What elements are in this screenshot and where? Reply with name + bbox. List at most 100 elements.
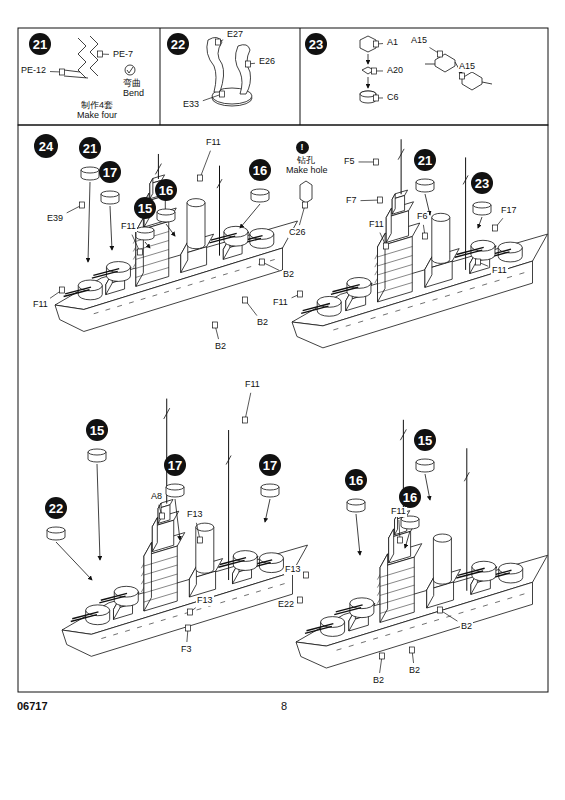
yard [398,149,404,160]
porthole-row [113,634,118,635]
callout-number: 21 [79,137,101,159]
callout-text: 23 [475,177,489,190]
aft-mast [219,166,220,256]
support-e27 [207,37,224,92]
part-label: F11 [491,266,508,276]
gun-barrel [99,596,125,603]
yard [155,164,161,175]
gun-barrel [455,250,482,257]
porthole-row [483,605,488,606]
porthole-row [358,321,363,322]
part-label: 制作4套 [80,101,114,111]
tower-band [144,574,177,584]
porthole-row [507,276,512,277]
yard [463,175,468,184]
porthole-row [408,306,413,307]
porthole-row [383,314,388,315]
porthole-row [445,295,450,296]
step22-parts [207,37,252,106]
porthole-row [129,302,134,303]
porthole-row [385,634,390,635]
gun-barrel [64,290,90,297]
step-frame [18,125,548,692]
callout-text: 16 [253,164,267,177]
sub-assembly-top [157,209,175,215]
part-label: Bend [122,89,145,99]
funnel-top [196,523,214,531]
porthole-row [235,270,240,271]
part-label: B2 [408,666,421,676]
placement-arrow [56,542,92,580]
sub-assembly-top [416,459,434,465]
tower-band [136,259,169,269]
porthole-row [270,259,275,260]
yard [217,179,222,188]
divider [160,28,161,125]
small-part [160,513,165,519]
step23-parts [300,36,492,203]
porthole-row [495,280,500,281]
small-part [80,202,85,208]
placement-arrow [478,217,482,228]
small-part [260,259,265,265]
small-part [246,61,251,67]
tower-band [144,583,177,593]
small-part [98,51,103,57]
porthole-row [507,598,512,599]
callout-text: 17 [263,459,277,472]
small-part [304,572,309,578]
tower-band [378,265,413,275]
aft-mast [465,157,466,270]
yard [464,472,469,481]
callout-number: 15 [414,429,436,451]
small-part [410,647,415,653]
placement-arrow [97,464,100,560]
porthole-row [173,616,178,617]
placement-arrow [356,514,360,555]
callout-number: 16 [345,469,367,491]
porthole-row [117,305,122,306]
porthole-row [337,649,342,650]
porthole-row [433,299,438,300]
part-label: F11 [205,138,222,148]
callout-text: ! [301,143,304,152]
callout-text: 17 [168,459,182,472]
callout-text: 15 [418,434,432,447]
part-c26 [300,181,312,203]
part-label: F7 [345,196,358,206]
callout-number: 16 [155,179,177,201]
sub-assembly-top [401,516,419,522]
sub-assembly-top [416,179,434,185]
tower-band [144,556,177,566]
porthole-row [520,594,525,595]
check-icon [125,65,135,75]
sub-assembly-top [47,527,65,533]
porthole-row [471,608,476,609]
part-label: A15 [410,36,428,46]
small-part [438,607,443,613]
small-part [213,322,218,328]
part-label: F11 [244,380,261,390]
leader-line [203,94,222,101]
small-part [378,197,383,203]
callout-text: 16 [349,474,363,487]
porthole-row [141,298,146,299]
part-label: F11 [32,300,49,310]
small-part [374,159,379,165]
callout-text: 16 [403,491,417,504]
sub-assembly-top [101,191,119,197]
part-label: A8 [150,492,163,502]
porthole-row [94,312,99,313]
callout-number: 15 [86,419,108,441]
part-label: F13 [186,510,204,520]
callout-number: 22 [167,33,189,55]
part-label: C6 [386,93,400,103]
fore-mast [401,139,402,194]
part-label: F3 [180,645,193,655]
tower-band [136,250,169,260]
part-label: E33 [182,100,200,110]
part-label: E39 [46,214,64,224]
part-label: C26 [288,228,307,238]
porthole-row [398,630,403,631]
page-footer: 06717 [16,700,49,712]
